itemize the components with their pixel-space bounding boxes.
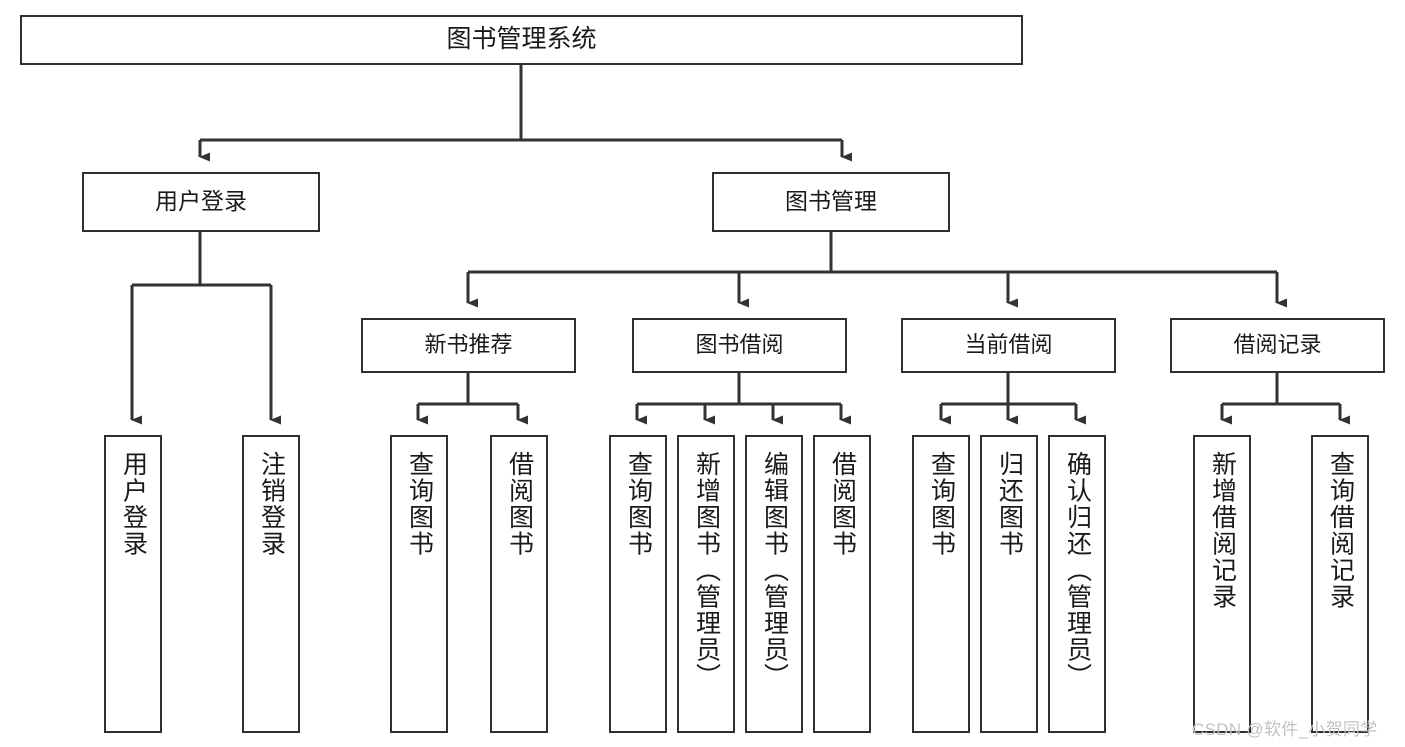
leaf-borrow-query-book-label: 查询图书 (624, 451, 653, 557)
leaf-borrow-edit-book-admin-label: 编辑图书（管理员） (760, 451, 789, 690)
node-borrow-record-label: 借阅记录 (1233, 332, 1322, 358)
leaf-user-login-signin-label: 用户登录 (119, 451, 148, 557)
node-book-borrow[interactable]: 图书借阅 (632, 318, 847, 373)
leaf-record-add[interactable]: 新增借阅记录 (1193, 435, 1251, 733)
leaf-borrow-borrow-book-label: 借阅图书 (828, 451, 857, 557)
node-book-borrow-label: 图书借阅 (695, 332, 784, 358)
leaf-current-confirm-return-admin[interactable]: 确认归还（管理员） (1048, 435, 1106, 733)
leaf-current-query-book-label: 查询图书 (927, 451, 956, 557)
leaf-user-login-signin[interactable]: 用户登录 (104, 435, 162, 733)
leaf-new-book-borrow-label: 借阅图书 (505, 451, 534, 557)
leaf-user-login-signout-label: 注销登录 (257, 451, 286, 557)
leaf-new-book-borrow[interactable]: 借阅图书 (490, 435, 548, 733)
node-current-borrow[interactable]: 当前借阅 (901, 318, 1116, 373)
node-current-borrow-label: 当前借阅 (964, 332, 1053, 358)
node-borrow-record[interactable]: 借阅记录 (1170, 318, 1385, 373)
node-user-login-label: 用户登录 (155, 188, 247, 215)
leaf-record-query-label: 查询借阅记录 (1326, 451, 1355, 610)
leaf-record-add-label: 新增借阅记录 (1208, 451, 1237, 610)
node-user-login[interactable]: 用户登录 (82, 172, 320, 232)
leaf-borrow-add-book-admin[interactable]: 新增图书（管理员） (677, 435, 735, 733)
node-book-management[interactable]: 图书管理 (712, 172, 950, 232)
leaf-user-login-signout[interactable]: 注销登录 (242, 435, 300, 733)
leaf-record-query[interactable]: 查询借阅记录 (1311, 435, 1369, 733)
node-book-management-label: 图书管理 (785, 188, 877, 215)
leaf-borrow-query-book[interactable]: 查询图书 (609, 435, 667, 733)
leaf-current-return-book[interactable]: 归还图书 (980, 435, 1038, 733)
leaf-new-book-query[interactable]: 查询图书 (390, 435, 448, 733)
node-root-system-label: 图书管理系统 (446, 25, 597, 54)
leaf-current-confirm-return-admin-label: 确认归还（管理员） (1063, 451, 1092, 690)
leaf-new-book-query-label: 查询图书 (405, 451, 434, 557)
leaf-borrow-add-book-admin-label: 新增图书（管理员） (692, 451, 721, 690)
node-new-book-recommend[interactable]: 新书推荐 (361, 318, 576, 373)
node-root-system[interactable]: 图书管理系统 (20, 15, 1023, 65)
leaf-borrow-edit-book-admin[interactable]: 编辑图书（管理员） (745, 435, 803, 733)
node-new-book-recommend-label: 新书推荐 (424, 332, 513, 358)
leaf-borrow-borrow-book[interactable]: 借阅图书 (813, 435, 871, 733)
leaf-current-query-book[interactable]: 查询图书 (912, 435, 970, 733)
leaf-current-return-book-label: 归还图书 (995, 451, 1024, 557)
